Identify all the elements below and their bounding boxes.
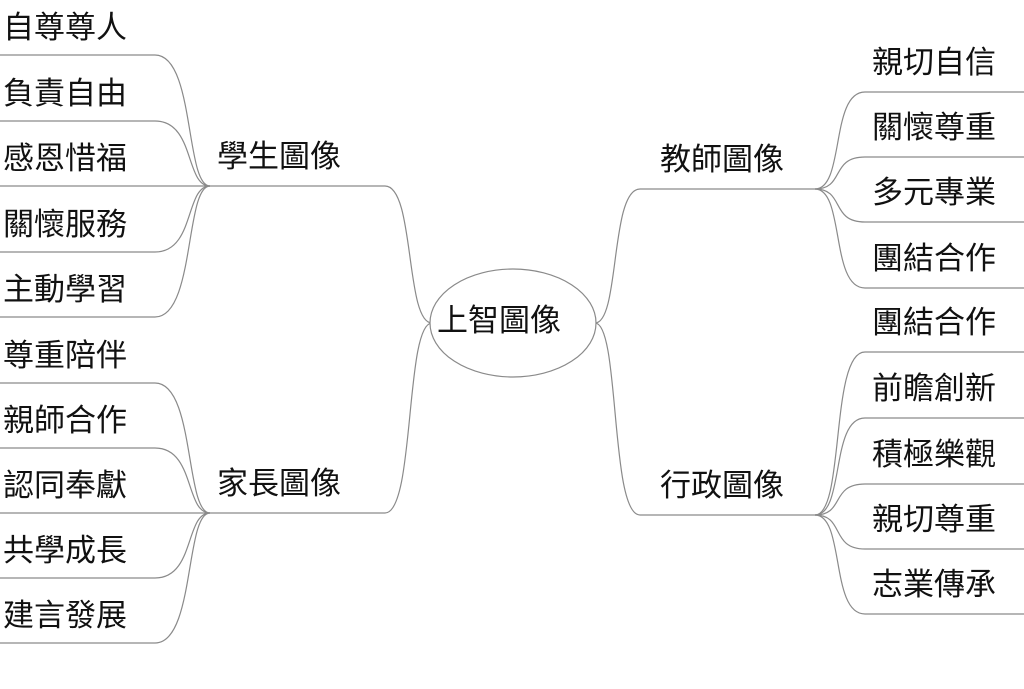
leaf-label: 感恩惜福	[3, 141, 127, 177]
group-label: 行政圖像	[660, 468, 784, 504]
leaf-label: 志業傳承	[872, 567, 996, 603]
center-node-ellipse	[429, 268, 597, 378]
leaf-label: 主動學習	[3, 272, 127, 308]
group-label: 教師圖像	[660, 142, 784, 178]
leaf-label: 關懷服務	[3, 207, 127, 243]
leaf-line-parent-3	[0, 512, 211, 579]
leaf-label: 親切尊重	[872, 502, 996, 538]
leaf-line-student-0	[0, 54, 211, 187]
leaf-line-teacher-2	[814, 188, 1024, 223]
leaf-label: 認同奉獻	[3, 468, 127, 504]
leaf-label: 自尊尊人	[3, 10, 127, 46]
leaf-label: 前瞻創新	[872, 371, 996, 407]
center-node-label: 上智圖像	[437, 303, 561, 339]
group-label: 家長圖像	[217, 466, 341, 502]
branch-admin	[594, 322, 815, 516]
leaf-line-admin-4	[814, 514, 1024, 615]
branch-student	[210, 185, 433, 324]
leaf-label: 建言發展	[3, 598, 127, 634]
branch-parent	[210, 322, 433, 514]
leaf-label: 負責自由	[3, 76, 127, 112]
leaf-label: 共學成長	[3, 533, 127, 569]
leaf-label: 團結合作	[872, 305, 996, 341]
leaf-label: 親師合作	[3, 403, 127, 439]
group-label: 學生圖像	[217, 139, 341, 175]
leaf-line-student-1	[0, 120, 211, 187]
leaf-line-admin-1	[814, 417, 1024, 516]
leaf-label: 多元專業	[872, 175, 996, 211]
leaf-line-parent-1	[0, 447, 211, 514]
leaf-label: 尊重陪伴	[3, 338, 127, 374]
branch-teacher	[594, 188, 815, 324]
leaf-label: 積極樂觀	[872, 437, 996, 473]
leaf-line-parent-0	[0, 382, 211, 514]
leaf-line-parent-4	[0, 512, 211, 644]
leaf-label: 團結合作	[872, 241, 996, 277]
leaf-label: 關懷尊重	[872, 110, 996, 146]
leaf-label: 親切自信	[872, 45, 996, 81]
leaf-line-admin-3	[814, 514, 1024, 550]
leaf-line-teacher-0	[814, 91, 1024, 190]
leaf-line-admin-2	[814, 483, 1024, 516]
leaf-line-student-3	[0, 185, 211, 253]
leaf-line-admin-0	[814, 351, 1024, 516]
leaf-line-teacher-3	[814, 188, 1024, 289]
leaf-line-student-4	[0, 185, 211, 318]
leaf-line-teacher-1	[814, 156, 1024, 190]
